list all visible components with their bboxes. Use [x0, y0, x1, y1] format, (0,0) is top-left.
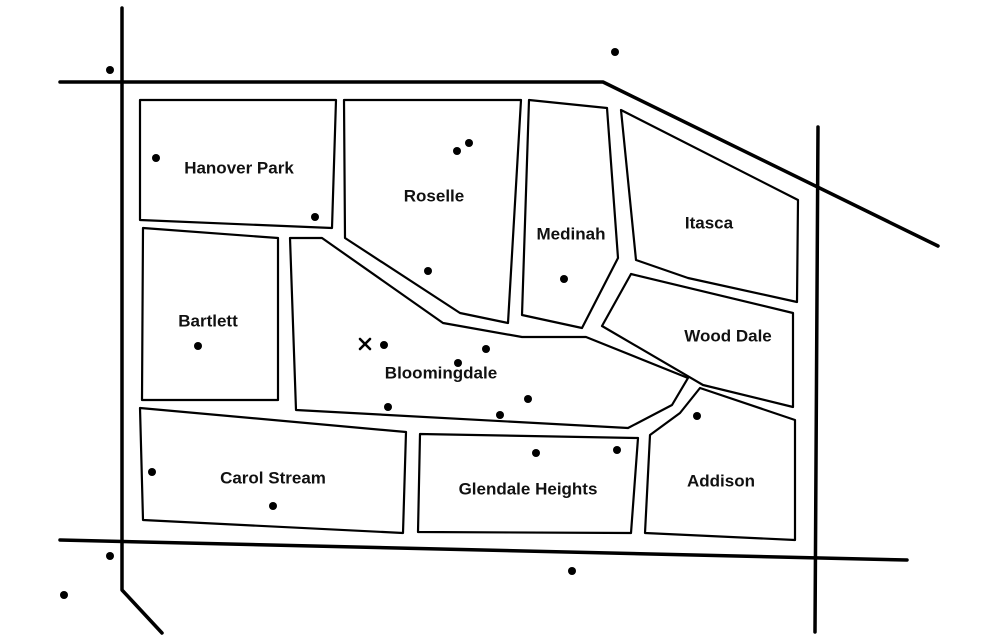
dot-icon: [532, 449, 540, 457]
dot-icon: [613, 446, 621, 454]
region-medinah[interactable]: [520, 98, 620, 330]
region-addison[interactable]: [643, 386, 797, 542]
dot-icon: [269, 502, 277, 510]
label-itasca: Itasca: [685, 213, 734, 232]
road-south: [58, 538, 909, 562]
roads: [58, 6, 940, 635]
region-bartlett[interactable]: [140, 226, 280, 402]
road-north: [58, 80, 940, 248]
region-labels: Hanover Park Roselle Medinah Itasca Bart…: [178, 158, 772, 498]
label-bloomingdale: Bloomingdale: [385, 363, 497, 382]
dot-icon: [454, 359, 462, 367]
region-roselle[interactable]: [342, 98, 523, 325]
road-east-vertical: [813, 125, 820, 634]
region-hanover-park[interactable]: [138, 98, 338, 230]
label-medinah: Medinah: [537, 224, 606, 243]
label-wood-dale: Wood Dale: [684, 326, 772, 345]
dot-icon: [524, 395, 532, 403]
dot-icon: [560, 275, 568, 283]
regions: [138, 98, 800, 542]
dot-icon: [611, 48, 619, 56]
region-glendale-heights[interactable]: [416, 432, 640, 535]
dot-icon: [60, 591, 68, 599]
dot-icon: [384, 403, 392, 411]
region-bloomingdale[interactable]: [288, 236, 690, 430]
dot-icon: [194, 342, 202, 350]
dot-icon: [465, 139, 473, 147]
road-west-vertical: [120, 6, 164, 635]
region-carol-stream[interactable]: [138, 406, 408, 535]
label-glendale-heights: Glendale Heights: [459, 479, 598, 498]
dot-icon: [482, 345, 490, 353]
region-itasca[interactable]: [619, 108, 800, 304]
label-addison: Addison: [687, 471, 755, 490]
dot-icon: [424, 267, 432, 275]
dot-icon: [496, 411, 504, 419]
label-bartlett: Bartlett: [178, 311, 238, 330]
x-mark-icon: [358, 337, 372, 351]
label-hanover-park: Hanover Park: [184, 158, 294, 177]
dot-icon: [380, 341, 388, 349]
dot-icon: [453, 147, 461, 155]
dot-icon: [148, 468, 156, 476]
label-roselle: Roselle: [404, 186, 464, 205]
dot-icon: [311, 213, 319, 221]
dot-icon: [106, 552, 114, 560]
label-carol-stream: Carol Stream: [220, 468, 326, 487]
dot-icon: [106, 66, 114, 74]
region-wood-dale[interactable]: [600, 272, 795, 409]
dot-icon: [568, 567, 576, 575]
points: [60, 48, 701, 599]
dot-icon: [693, 412, 701, 420]
dot-icon: [152, 154, 160, 162]
